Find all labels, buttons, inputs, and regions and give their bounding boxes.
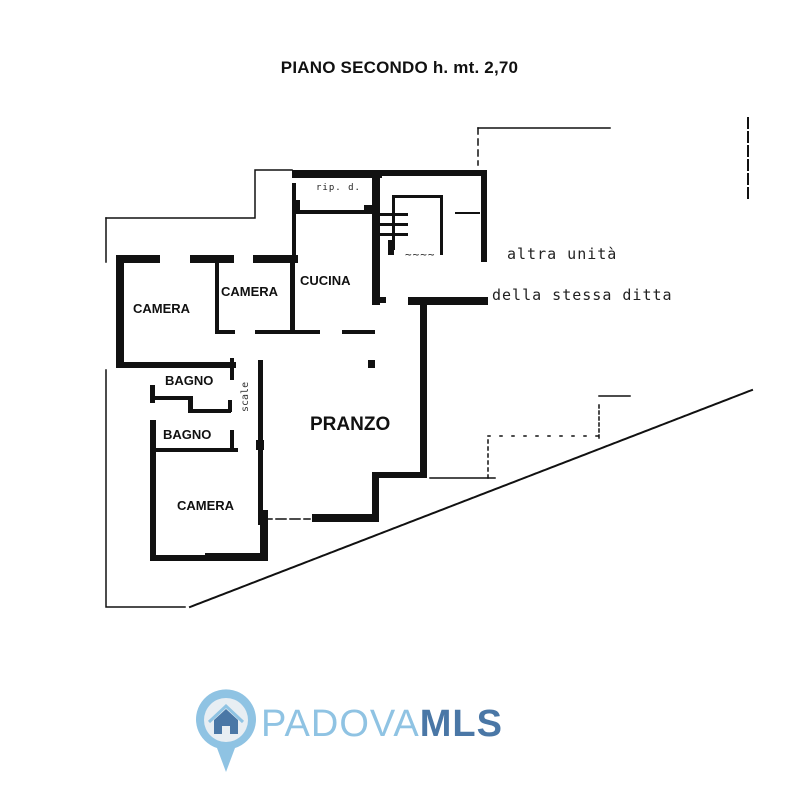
- floor-title: PIANO SECONDO h. mt. 2,70: [280, 58, 519, 77]
- room-label-bagno-top: BAGNO: [165, 373, 214, 388]
- annotation-storage: rip. d.: [316, 183, 361, 193]
- room-label-camera-left: CAMERA: [133, 301, 191, 316]
- annotation-della-stessa-ditta: della stessa ditta: [492, 286, 673, 304]
- room-label-cucina: CUCINA: [300, 273, 351, 288]
- logo-text-mls: MLS: [419, 702, 503, 745]
- annotation-altra-unita: altra unità: [507, 245, 618, 263]
- room-label-camera-middle: CAMERA: [221, 284, 279, 299]
- logo-wordmark: PADOVAMLS: [261, 703, 503, 746]
- annotation-vertical: scale: [240, 381, 251, 412]
- logo-text-padova: PADOVA: [261, 702, 420, 745]
- padovamls-logo: PADOVAMLS: [195, 678, 503, 778]
- room-label-camera-bottom: CAMERA: [177, 498, 235, 513]
- annotation-stair: ~~~~: [405, 248, 436, 261]
- house-pin-icon: [195, 682, 257, 774]
- room-label-pranzo: PRANZO: [310, 414, 391, 435]
- room-label-bagno-bottom: BAGNO: [163, 427, 212, 442]
